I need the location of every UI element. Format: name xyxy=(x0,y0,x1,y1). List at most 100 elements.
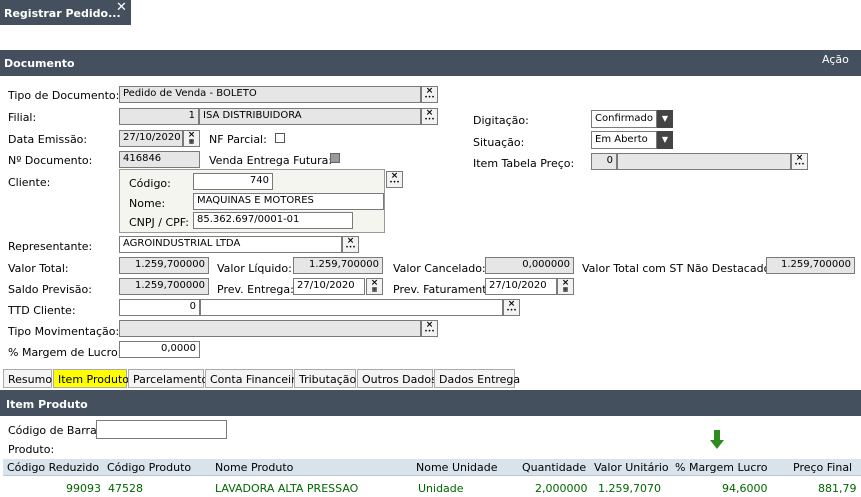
nf-parcial-checkbox[interactable] xyxy=(275,133,285,143)
ttd-cliente-lookup-button[interactable]: ×••• xyxy=(503,299,520,316)
tipo-documento-field[interactable]: Pedido de Venda - BOLETO xyxy=(119,86,421,103)
filial-name-field[interactable]: ISA DISTRIBUIDORA xyxy=(199,108,421,125)
acao-menu[interactable]: Ação xyxy=(822,53,849,66)
col-valor-unitario[interactable]: Valor Unitário xyxy=(594,461,669,474)
row-nome-unidade: Unidade xyxy=(418,482,464,495)
tipo-documento-lookup-button[interactable]: ×••• xyxy=(421,86,438,103)
saldo-previsao-label: Saldo Previsão: xyxy=(8,283,92,296)
clear-x-icon: × xyxy=(425,320,434,330)
col-codigo-reduzido[interactable]: Código Reduzido xyxy=(7,461,100,474)
chevron-down-icon[interactable]: ▼ xyxy=(657,110,673,128)
prev-faturamento-label: Prev. Faturamento: xyxy=(393,283,497,296)
clear-x-icon: × xyxy=(425,108,434,118)
tab-dados-entrega[interactable]: Dados Entrega xyxy=(434,369,520,388)
produto-label: Produto: xyxy=(8,443,55,456)
cliente-nome-field[interactable]: MAQUINAS E MOTORES xyxy=(193,193,384,210)
close-icon[interactable]: ✕ xyxy=(116,0,127,15)
nf-parcial-label: NF Parcial: xyxy=(209,133,267,146)
cliente-cnpj-label: CNPJ / CPF: xyxy=(129,216,189,229)
chevron-down-icon[interactable]: ▼ xyxy=(657,131,673,149)
item-produto-header: Item Produto xyxy=(0,390,861,416)
grid-header: Código Reduzido Código Produto Nome Prod… xyxy=(3,459,861,476)
documento-header: Documento Ação xyxy=(0,50,861,76)
valor-cancelado-field[interactable]: 0,000000 xyxy=(485,257,574,274)
situacao-select[interactable]: Em Aberto xyxy=(591,131,657,149)
col-preco-final[interactable]: Preço Final xyxy=(793,461,853,474)
valor-total-st-field[interactable]: 1.259,700000 xyxy=(766,257,855,274)
prev-faturamento-calendar-button[interactable]: ×▦ xyxy=(557,278,574,295)
prev-entrega-label: Prev. Entrega: xyxy=(217,283,294,296)
filial-code-field[interactable]: 1 xyxy=(119,108,199,125)
tab-outros-dados[interactable]: Outros Dados xyxy=(357,369,437,388)
clear-x-icon: × xyxy=(561,278,570,288)
situacao-label: Situação: xyxy=(473,136,525,149)
row-codigo-reduzido: 99093 xyxy=(66,482,101,495)
saldo-previsao-field[interactable]: 1.259,700000 xyxy=(119,278,209,295)
arrow-down-icon[interactable] xyxy=(709,430,725,450)
representante-field[interactable]: AGROINDUSTRIAL LTDA xyxy=(119,236,342,253)
clear-x-icon: × xyxy=(390,171,399,181)
tipo-movimentacao-field[interactable] xyxy=(119,320,421,337)
clear-x-icon: × xyxy=(370,278,379,288)
row-codigo-produto: 47528 xyxy=(108,482,143,495)
numero-documento-label: Nº Documento: xyxy=(8,154,93,167)
item-tabela-preco-code-field[interactable]: 0 xyxy=(591,153,617,170)
valor-total-label: Valor Total: xyxy=(8,262,69,275)
documento-title: Documento xyxy=(4,57,75,70)
item-tabela-preco-lookup-button[interactable]: ×••• xyxy=(791,153,808,170)
dots-lookup-icon: ••• xyxy=(424,328,435,335)
venda-entrega-futura-checkbox[interactable] xyxy=(330,153,340,163)
prev-entrega-calendar-button[interactable]: ×▦ xyxy=(366,278,383,295)
tab-resumo[interactable]: Resumo xyxy=(3,369,52,388)
calendar-icon: ▦ xyxy=(188,138,195,145)
valor-liquido-label: Valor Líquido: xyxy=(217,262,292,275)
col-nome-unidade[interactable]: Nome Unidade xyxy=(416,461,498,474)
ttd-cliente-name-field[interactable] xyxy=(200,299,503,316)
filial-lookup-button[interactable]: ×••• xyxy=(421,108,438,125)
tab-parcelamento[interactable]: Parcelamento xyxy=(128,369,208,388)
calendar-icon: ▦ xyxy=(562,286,569,293)
margem-lucro-field[interactable]: 0,0000 xyxy=(119,341,200,358)
window-tab[interactable]: Registrar Pedido... ✕ xyxy=(0,0,131,25)
item-tabela-preco-name-field[interactable] xyxy=(617,153,791,170)
representante-lookup-button[interactable]: ×••• xyxy=(342,236,359,253)
cliente-cnpj-field[interactable]: 85.362.697/0001-01 xyxy=(193,212,353,229)
digitacao-label: Digitação: xyxy=(473,114,529,127)
prev-faturamento-field[interactable]: 27/10/2020 xyxy=(485,278,557,295)
ttd-cliente-label: TTD Cliente: xyxy=(8,304,76,317)
cliente-codigo-field[interactable]: 740 xyxy=(193,173,273,190)
clear-x-icon: × xyxy=(507,299,516,309)
col-nome-produto[interactable]: Nome Produto xyxy=(215,461,294,474)
row-preco-final: 881,79 xyxy=(818,482,857,495)
ttd-cliente-code-field[interactable]: 0 xyxy=(119,299,200,316)
tab-conta-financeira[interactable]: Conta Financeira xyxy=(205,369,302,388)
data-emissao-label: Data Emissão: xyxy=(8,133,88,146)
dots-lookup-icon: ••• xyxy=(345,244,356,251)
valor-liquido-field[interactable]: 1.259,700000 xyxy=(293,257,383,274)
codigo-barras-input[interactable] xyxy=(96,420,227,439)
tab-tributacao[interactable]: Tributação xyxy=(294,369,356,388)
representante-label: Representante: xyxy=(8,240,93,253)
cliente-codigo-label: Código: xyxy=(129,177,171,190)
valor-total-field[interactable]: 1.259,700000 xyxy=(119,257,209,274)
filial-label: Filial: xyxy=(8,111,37,124)
col-codigo-produto[interactable]: Código Produto xyxy=(107,461,192,474)
data-emissao-field[interactable]: 27/10/2020 xyxy=(119,130,183,147)
col-quantidade[interactable]: Quantidade xyxy=(522,461,587,474)
digitacao-select[interactable]: Confirmado xyxy=(591,110,657,128)
tab-item-produto[interactable]: Item Produto xyxy=(53,369,129,388)
clear-x-icon: × xyxy=(187,130,196,140)
tipo-movimentacao-lookup-button[interactable]: ×••• xyxy=(421,320,438,337)
margem-lucro-label: % Margem de Lucro: xyxy=(8,346,122,359)
calendar-icon: ▦ xyxy=(371,286,378,293)
item-tabela-preco-label: Item Tabela Preço: xyxy=(473,157,575,170)
prev-entrega-field[interactable]: 27/10/2020 xyxy=(293,278,365,295)
tipo-documento-label: Tipo de Documento: xyxy=(8,89,120,102)
cliente-lookup-button[interactable]: ×••• xyxy=(386,171,403,188)
dots-lookup-icon: ••• xyxy=(389,179,400,186)
col-margem-lucro[interactable]: % Margem Lucro xyxy=(675,461,768,474)
numero-documento-field[interactable]: 416846 xyxy=(119,151,200,168)
data-emissao-calendar-button[interactable]: ×▦ xyxy=(183,130,200,147)
dots-lookup-icon: ••• xyxy=(506,307,517,314)
tipo-movimentacao-label: Tipo Movimentação: xyxy=(8,325,120,338)
